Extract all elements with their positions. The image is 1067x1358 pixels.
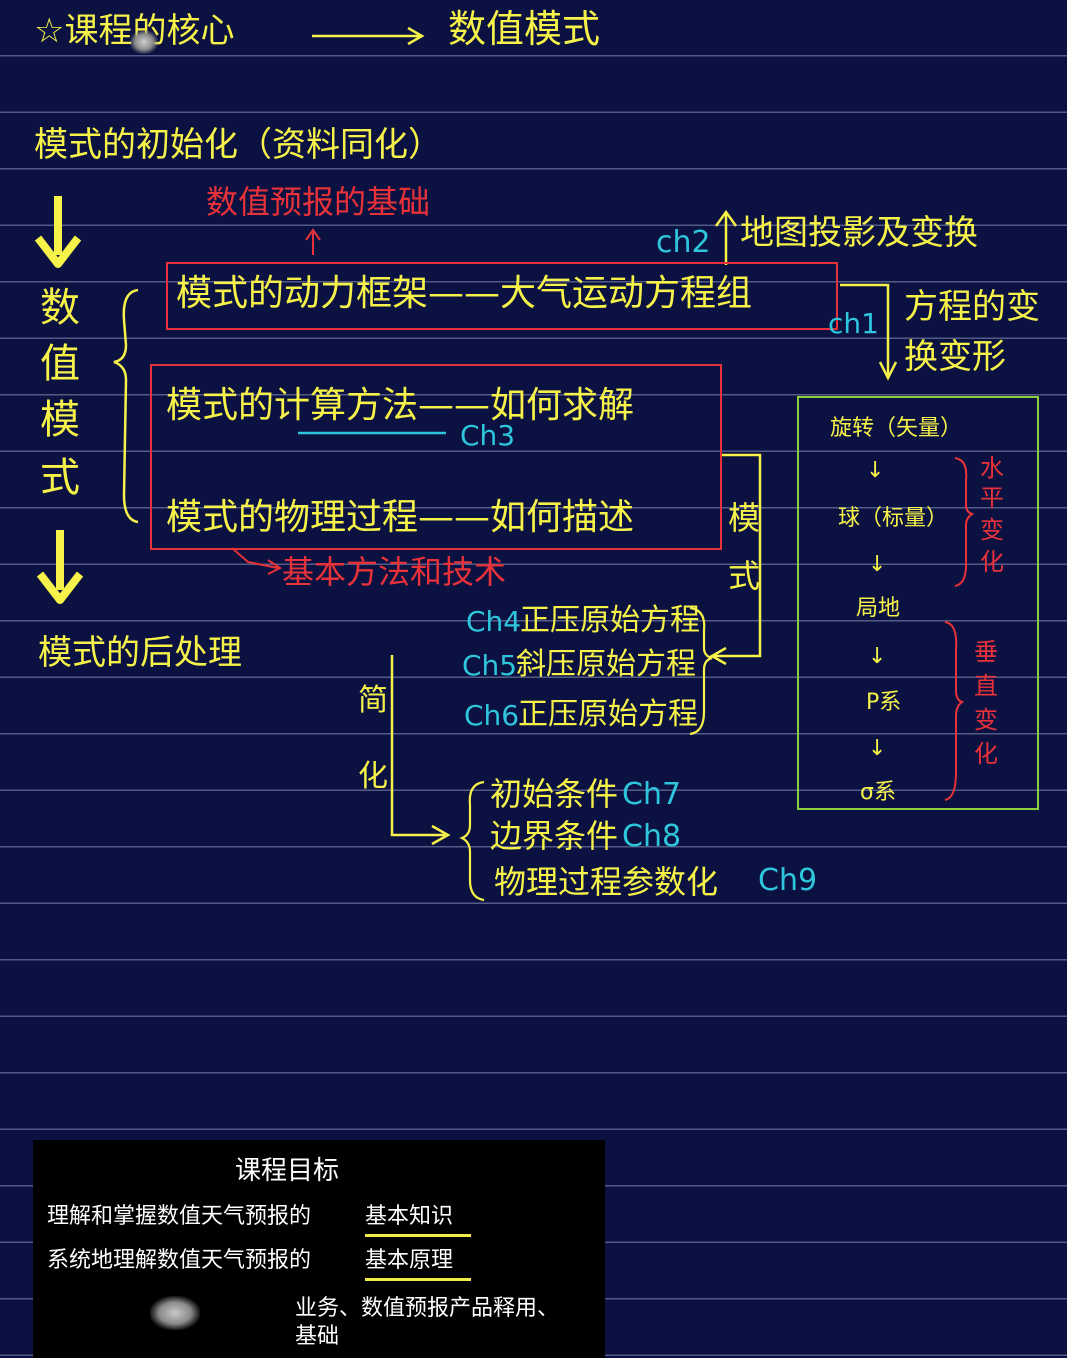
highlight-underline	[365, 1234, 471, 1237]
side-label-char: 值	[40, 341, 80, 387]
dynamic-framework-text: 模式的动力框架——大气运动方程组	[176, 273, 753, 314]
horizontal-char: 水	[980, 454, 1004, 482]
chapter-ch6-title: 正压原始方程	[518, 697, 698, 732]
map-projection: 地图投影及变换	[740, 213, 978, 253]
chapter-ch8: Ch8	[622, 819, 682, 854]
side-label-char: 模	[40, 397, 80, 443]
vertical-char: 化	[974, 740, 998, 768]
chapter-ch4-title: 正压原始方程	[520, 603, 700, 638]
down-arrow-icon	[34, 196, 82, 268]
goal-line-2-prefix: 系统地理解数值天气预报的	[47, 1248, 312, 1273]
calculation-method: 模式的计算方法——如何求解	[166, 385, 635, 426]
horizontal-char: 平	[980, 484, 1004, 512]
side-label-char: 式	[40, 455, 80, 501]
post-processing: 模式的后处理	[38, 633, 242, 673]
vertical-char: 直	[974, 672, 998, 700]
equation-transform-line1: 方程的变	[904, 287, 1040, 327]
chapter-ch5-title: 斜压原始方程	[516, 647, 696, 682]
goal-line-3: 业务、数值预报产品释用、	[295, 1296, 560, 1321]
coord-arrow: ↓	[868, 644, 887, 669]
physical-process: 模式的物理过程——如何描述	[166, 497, 635, 538]
dynamic-framework-box	[166, 262, 838, 330]
coord-step: σ系	[860, 780, 896, 805]
goal-line-2-highlight: 基本原理	[365, 1248, 454, 1273]
calc-physics-box	[150, 364, 722, 550]
goals-title: 课程目标	[235, 1156, 340, 1186]
equation-transform-line2: 换变形	[904, 337, 1006, 377]
coord-arrow: ↓	[868, 552, 887, 577]
chapter-ch9: Ch9	[758, 863, 818, 898]
chapter-ch6: Ch6	[464, 699, 520, 732]
blur-smudge	[150, 1296, 200, 1330]
coord-step: 局地	[856, 596, 901, 621]
chapter-ch3: Ch3	[460, 419, 516, 452]
header-numerical-model: 数值模式	[448, 7, 601, 51]
coord-step: 旋转（矢量）	[830, 416, 963, 441]
vertical-char: 垂	[974, 638, 998, 666]
initial-condition: 初始条件	[490, 775, 619, 813]
down-arrow-icon	[36, 530, 84, 604]
course-goals-panel: 课程目标 理解和掌握数值天气预报的 基本知识 系统地理解数值天气预报的 基本原理…	[33, 1140, 605, 1358]
highlight-underline	[365, 1278, 471, 1281]
horizontal-char: 化	[980, 548, 1004, 576]
chapter-ch4: Ch4	[466, 605, 522, 638]
blur-smudge	[130, 30, 158, 54]
chapter-ch7: Ch7	[622, 777, 682, 812]
goal-line-1-highlight: 基本知识	[365, 1204, 454, 1229]
forecast-basis: 数值预报的基础	[206, 183, 431, 221]
coord-step: P系	[866, 690, 902, 715]
goal-line-1-prefix: 理解和掌握数值天气预报的	[47, 1204, 312, 1229]
basic-method: 基本方法和技术	[282, 553, 507, 591]
model-char: 式	[728, 557, 761, 595]
model-char: 模	[728, 499, 761, 537]
coordinate-transform-box	[797, 396, 1039, 810]
coord-step: 球（标量）	[838, 506, 949, 531]
model-initialization: 模式的初始化（资料同化）	[34, 125, 442, 165]
side-label-char: 数	[40, 285, 80, 331]
coord-arrow: ↓	[866, 458, 885, 483]
physics-parameterization: 物理过程参数化	[494, 863, 719, 901]
horizontal-char: 变	[980, 516, 1004, 544]
coord-arrow: ↓	[868, 736, 887, 761]
chapter-ch1: ch1	[828, 307, 879, 340]
chapter-ch5: Ch5	[462, 649, 518, 682]
boundary-condition: 边界条件	[490, 817, 619, 855]
goal-line-4: 基础	[295, 1324, 340, 1349]
simplify-char: 化	[358, 759, 388, 794]
vertical-char: 变	[974, 706, 998, 734]
chapter-ch2: ch2	[656, 225, 711, 260]
simplify-char: 简	[358, 683, 388, 718]
